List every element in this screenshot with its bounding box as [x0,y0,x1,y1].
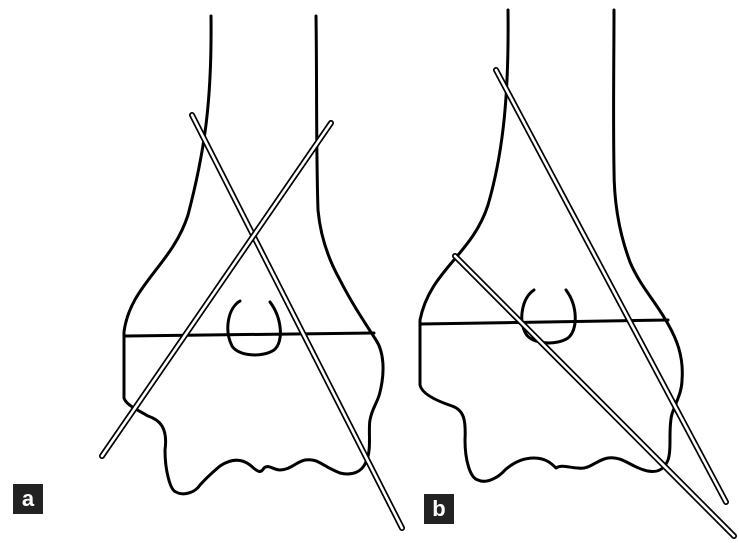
panel-a [102,16,402,528]
panel-a-olecranon-fossa [228,301,281,355]
panel-a-physis-line [124,333,374,336]
panel-a-label: a [13,484,43,514]
panel-b-label: b [424,494,454,524]
panel-a-humerus-outline [124,16,383,494]
panel-b [420,10,734,536]
panel-b-humerus-outline [420,10,682,481]
